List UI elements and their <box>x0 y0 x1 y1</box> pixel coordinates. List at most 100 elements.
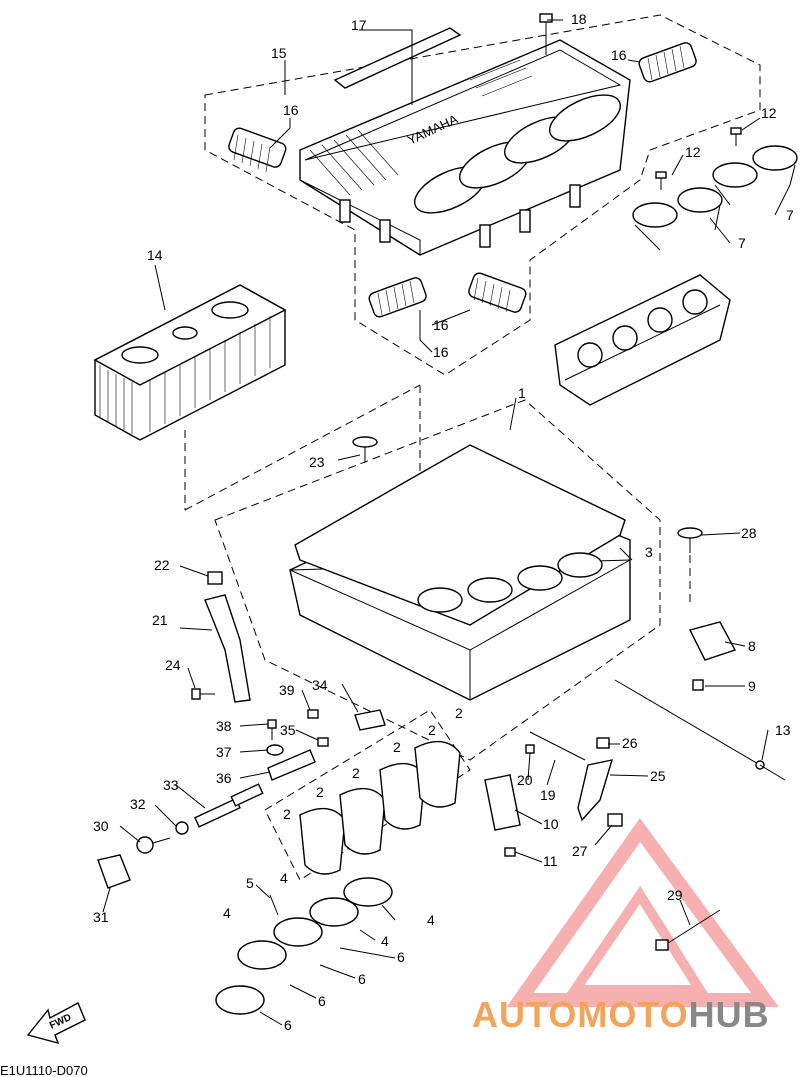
callout-2a: 2 <box>428 722 436 738</box>
callout-14: 14 <box>147 247 163 263</box>
callout-7b: 7 <box>738 235 746 251</box>
callout-6d: 6 <box>284 1017 292 1033</box>
callout-37: 37 <box>216 744 232 760</box>
air-filter-element <box>93 284 287 441</box>
callout-29: 29 <box>667 887 683 903</box>
watermark-word-a: AUTOMOTO <box>472 994 689 1035</box>
cover-ribs <box>309 59 533 196</box>
callout-12b: 12 <box>761 105 777 121</box>
callout-7a: 7 <box>786 207 794 223</box>
watermark-logo <box>506 818 779 1007</box>
hose-joint-34 <box>354 709 386 731</box>
collar-26 <box>596 737 610 749</box>
callout-4c: 4 <box>427 912 435 928</box>
screw-35 <box>317 737 329 747</box>
callout-20: 20 <box>517 772 533 788</box>
screw-12b <box>730 127 742 146</box>
callout-2e: 2 <box>283 806 291 822</box>
intake-ports <box>417 552 603 613</box>
throttle-body <box>554 274 731 406</box>
collar-22 <box>207 571 223 585</box>
callout-6a: 6 <box>397 949 405 965</box>
stay-10 <box>484 774 521 831</box>
spring-clip-16c <box>368 277 427 318</box>
callout-2c: 2 <box>352 765 360 781</box>
callout-2d: 2 <box>316 784 324 800</box>
fwd-arrow: FWD <box>26 1002 86 1045</box>
callout-12a: 12 <box>685 144 701 160</box>
bolt-24 <box>191 688 215 700</box>
spring-clip-16b <box>638 42 697 83</box>
callout-2f: 2 <box>455 705 463 721</box>
air-filter-cover-assembly: YAMAHA <box>204 14 761 376</box>
bolt-23 <box>352 436 378 463</box>
screw-5 <box>269 894 279 916</box>
bolt-28 <box>677 527 703 553</box>
callout-8: 8 <box>748 638 756 654</box>
bracket-25 <box>577 759 614 822</box>
callout-15: 15 <box>271 45 287 61</box>
callout-17: 17 <box>351 17 367 33</box>
screw-20 <box>525 744 535 754</box>
callout-16b: 16 <box>611 47 627 63</box>
bracket-8 <box>688 621 737 661</box>
callout-25: 25 <box>650 768 666 784</box>
callout-11: 11 <box>543 853 558 869</box>
bracket-21 <box>204 594 251 703</box>
bracket-36 <box>267 749 316 781</box>
spring-clip-16a <box>228 127 287 173</box>
callout-19: 19 <box>540 787 556 803</box>
watermark-triangle <box>506 818 779 1007</box>
cable-13 <box>614 679 786 781</box>
leader-lines <box>102 19 791 1026</box>
funnel-gaskets <box>264 709 471 881</box>
callout-27: 27 <box>572 843 588 859</box>
callout-23: 23 <box>309 454 325 470</box>
callout-6b: 6 <box>358 971 366 987</box>
screw-19 <box>529 731 586 761</box>
callout-9: 9 <box>748 678 756 694</box>
callout-5: 5 <box>246 875 254 891</box>
callout-35: 35 <box>280 722 296 738</box>
cover-31 <box>97 854 131 889</box>
callout-3: 3 <box>645 544 653 560</box>
callout-22: 22 <box>154 557 170 573</box>
bolt-11 <box>504 847 516 857</box>
callout-4b: 4 <box>223 905 231 921</box>
callout-10: 10 <box>543 816 559 832</box>
bolt-18 <box>539 13 553 55</box>
callout-18: 18 <box>571 11 587 27</box>
callout-32: 32 <box>130 796 146 812</box>
callout-labels: 1 2 2 2 2 2 2 3 4 4 4 4 5 6 6 6 6 7 7 8 … <box>93 11 794 1033</box>
tie-29 <box>655 909 721 951</box>
watermark-inner-triangle <box>565 885 710 995</box>
spring-clip-16d <box>468 272 527 313</box>
callout-2b: 2 <box>393 739 401 755</box>
callout-13: 13 <box>775 722 791 738</box>
screw-38 <box>267 719 277 740</box>
callout-21: 21 <box>152 612 168 628</box>
decal-strip <box>333 27 462 89</box>
callout-33: 33 <box>163 777 179 793</box>
clip-37 <box>266 744 284 756</box>
callout-34: 34 <box>312 677 328 693</box>
clamp-32 <box>175 821 189 835</box>
callout-24: 24 <box>165 657 181 673</box>
bolt-39 <box>307 709 319 719</box>
callout-28: 28 <box>741 525 757 541</box>
intake-boots-7b <box>712 145 798 206</box>
callout-6c: 6 <box>318 993 326 1009</box>
callout-38: 38 <box>216 718 232 734</box>
watermark-text: AUTOMOTOHUB <box>472 994 770 1035</box>
callout-1: 1 <box>518 385 526 401</box>
pipe-33 <box>194 783 264 828</box>
bolt-27 <box>607 813 623 827</box>
diagram-code: E1U1110-D070 <box>0 1063 88 1077</box>
screw-12a <box>655 171 667 190</box>
bolt-9 <box>692 679 704 691</box>
watermark-word-b: HUB <box>689 994 770 1035</box>
callout-26: 26 <box>622 735 638 751</box>
callout-16a: 16 <box>283 102 299 118</box>
velocity-stacks <box>215 877 393 1015</box>
